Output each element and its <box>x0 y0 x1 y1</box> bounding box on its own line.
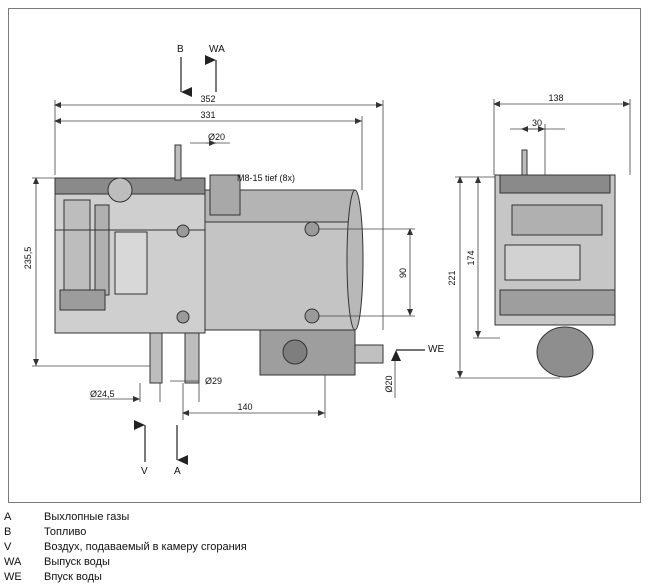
legend-text: Воздух, подаваемый в камеру сгорания <box>44 541 247 553</box>
legend-text: Впуск воды <box>44 571 102 583</box>
dim-mounting-bolts: M8-15 tief (8x) <box>237 173 295 183</box>
legend-key: V <box>4 541 12 553</box>
dim-side-width: 138 <box>548 93 563 103</box>
legend-text: Выпуск воды <box>44 556 110 568</box>
legend-key: B <box>4 526 12 538</box>
side-view-heater <box>494 149 616 378</box>
drawing-frame <box>8 8 641 503</box>
label-water-in: WE <box>428 344 444 355</box>
arrow-labels: B WA WE V A <box>141 44 444 477</box>
dim-pipe-diameter-top: Ø20 <box>208 132 225 142</box>
legend-text: Топливо <box>44 526 87 538</box>
dim-overall-height: 235,5 <box>23 247 33 270</box>
dim-side-offset: 30 <box>532 118 542 128</box>
dim-exhaust-diameter: Ø24,5 <box>90 389 115 399</box>
label-air: V <box>141 466 148 477</box>
dim-overall-length: 352 <box>200 94 215 104</box>
dimension-labels: 352 331 Ø20 M8-15 tief (8x) 235,5 90 Ø24… <box>23 93 564 412</box>
dim-side-height-174: 174 <box>466 250 476 265</box>
label-exhaust: A <box>174 466 181 477</box>
legend-row: WA Выпуск воды <box>4 555 404 570</box>
legend-row: WE Впуск воды <box>4 570 404 585</box>
legend-row: B Топливо <box>4 525 404 540</box>
dim-air-intake-diameter: Ø29 <box>205 376 222 386</box>
front-view-heater <box>54 144 384 384</box>
legend: A Выхлопные газы B Топливо V Воздух, под… <box>4 510 404 585</box>
dim-body-length: 331 <box>200 110 215 120</box>
label-water-out: WA <box>209 44 225 55</box>
dim-side-height-221: 221 <box>447 270 457 285</box>
dim-offset-140: 140 <box>237 402 252 412</box>
flow-arrows <box>134 55 425 465</box>
label-fuel: B <box>177 44 184 55</box>
legend-row: V Воздух, подаваемый в камеру сгорания <box>4 540 404 555</box>
legend-text: Выхлопные газы <box>44 511 130 523</box>
legend-key: A <box>4 511 12 523</box>
dim-bolt-spacing: 90 <box>398 268 408 278</box>
dimension-lines <box>32 99 631 420</box>
legend-key: WA <box>4 556 22 568</box>
legend-row: A Выхлопные газы <box>4 510 404 525</box>
legend-key: WE <box>4 571 22 583</box>
technical-drawing: 352 331 Ø20 M8-15 tief (8x) 235,5 90 Ø24… <box>23 44 631 477</box>
dim-water-port-diameter: Ø20 <box>384 375 394 392</box>
